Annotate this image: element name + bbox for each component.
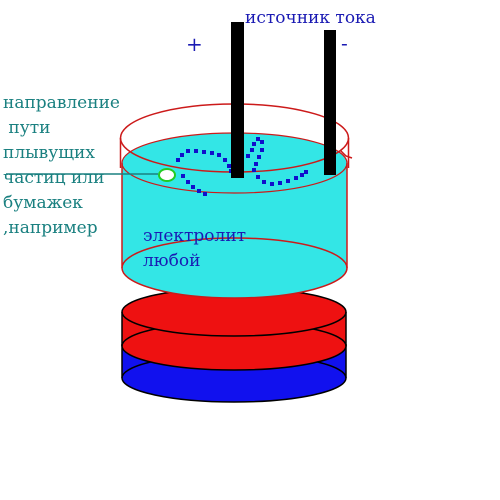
electrode-negative [324,30,336,175]
particle-dot [278,181,282,185]
particle-dot [223,158,227,162]
heater-top [121,287,347,371]
particle-dot [194,149,198,153]
particle-dot [256,175,260,179]
plus-sign: + [186,32,203,56]
minus-sign: - [341,31,348,55]
particle-dot [260,148,264,152]
particle-dot [246,154,250,158]
particle-dot [256,137,260,141]
particle-dot [250,148,254,152]
particle-dot [254,162,258,166]
particle-dot [202,150,206,154]
direction-line-2: пути [3,118,50,138]
particle-dot [197,189,201,193]
particle-dot [260,140,264,144]
particle-dot [252,168,256,172]
direction-line-4: частиц или [3,168,104,188]
particle-dot [262,180,266,184]
particle-dot [181,174,185,178]
direction-line-3: плывущих [3,143,95,163]
particle-dot [286,179,290,183]
direction-line-1: направление [3,93,120,113]
particle-dot [257,155,261,159]
particle-dot [270,182,274,186]
particle-dot [300,173,304,177]
direction-label: направление пути плывущих частиц или бум… [3,93,120,238]
source-label: источник тока [245,8,376,28]
particle-dot [191,185,195,189]
particle-dot [176,158,180,162]
particle-dot [210,151,214,155]
particle-dot [227,164,231,168]
particle-marker [158,168,176,182]
direction-line-6: ,например [3,218,98,238]
particle-dot [203,192,207,196]
particle-dot [217,153,221,157]
particle-dot [186,180,190,184]
particle-dot [294,176,298,180]
direction-line-5: бумажек [3,193,83,213]
particle-dot [186,149,190,153]
electrode-positive [231,22,244,178]
particle-dot [180,153,184,157]
particle-dot [304,170,308,174]
electrolyte-label: электролит любой [143,226,246,271]
electrolyte-line-1: электролит [143,226,246,246]
particle-dot [252,142,256,146]
electrolyte-line-2: любой [143,251,200,271]
